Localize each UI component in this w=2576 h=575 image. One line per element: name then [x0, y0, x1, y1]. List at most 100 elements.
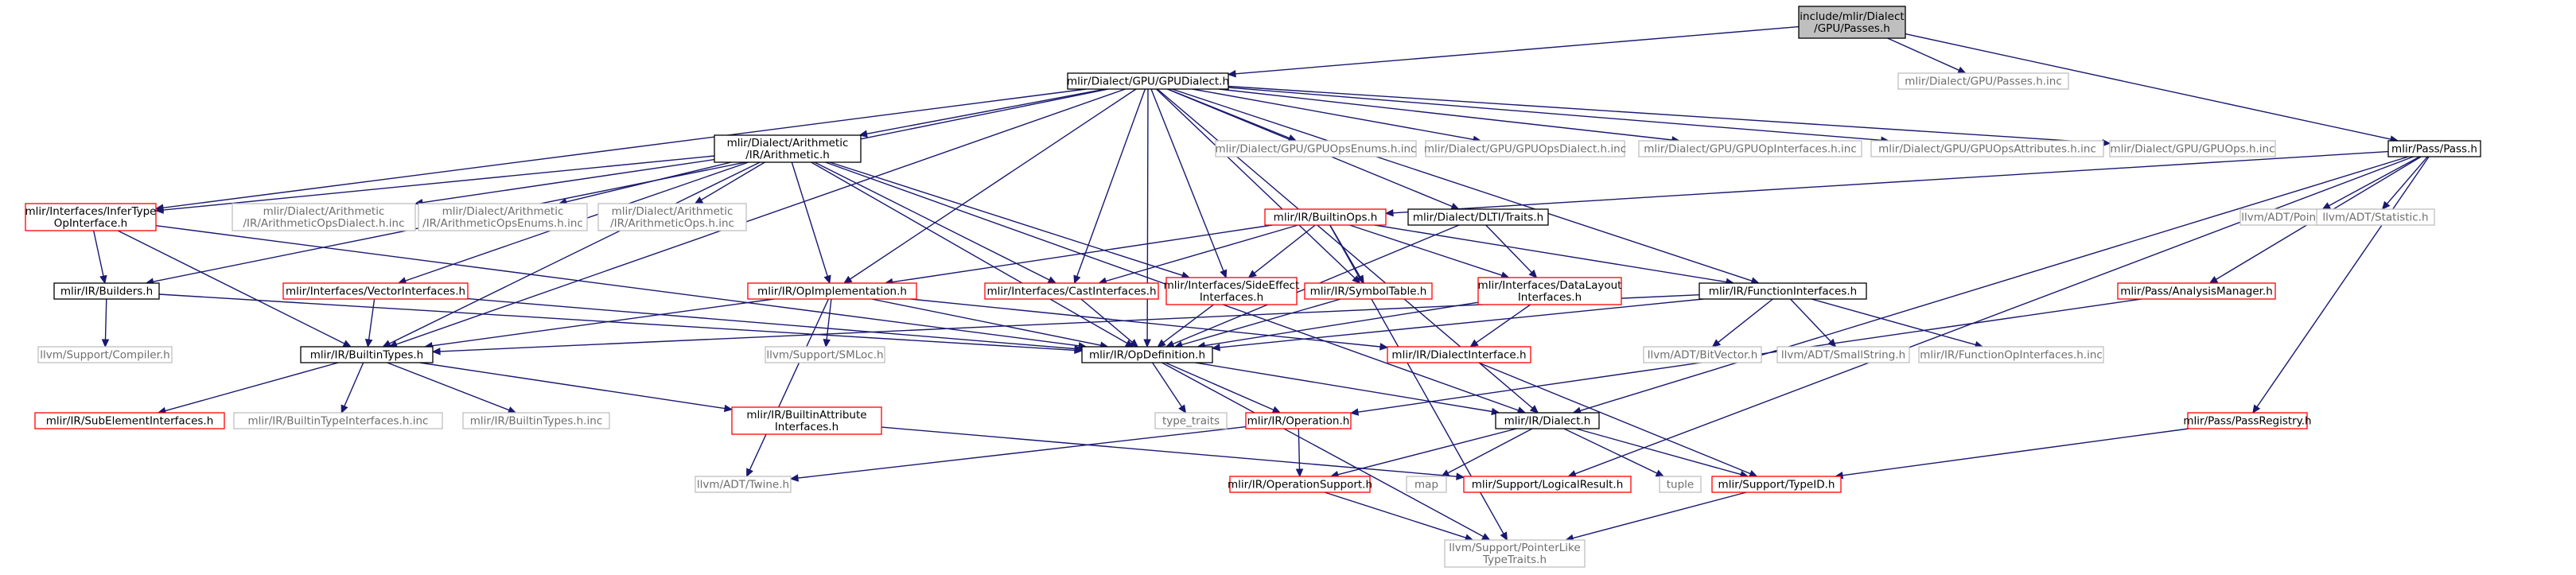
- arrow-head-icon: [364, 338, 373, 348]
- node-operation[interactable]: mlir/IR/Operation.h: [1245, 412, 1352, 429]
- edge-datalayout-to-dialectiface: [1469, 304, 1531, 348]
- edge-line: [162, 155, 715, 211]
- edge-sideeffect-to-opdef: [1157, 304, 1214, 348]
- node-pass[interactable]: mlir/Pass/Pass.h: [2387, 140, 2481, 157]
- edge-gpudialect-to-builtintypes: [388, 88, 1126, 348]
- node-gpudialect[interactable]: mlir/Dialect/GPU/GPUDialect.h: [1067, 72, 1229, 90]
- node-funcifaces[interactable]: mlir/IR/FunctionInterfaces.h: [1699, 282, 1867, 300]
- edge-line: [368, 298, 376, 340]
- edge-gpudialect-to-gpuopsattrs: [1228, 87, 1890, 145]
- arrow-head-icon: [823, 274, 831, 285]
- node-label: mlir/IR/DialectInterface.h: [1391, 349, 1526, 362]
- node-label: mlir/Dialect/GPU/GPUOpsEnums.h.inc: [1216, 143, 1417, 156]
- node-box: [1407, 208, 1549, 226]
- node-label: /IR/ArithmeticOpsEnums.h.inc: [422, 217, 583, 230]
- node-box: [1444, 539, 1586, 568]
- edge-line: [153, 88, 1109, 282]
- node-box: [418, 203, 588, 231]
- node-opsupport[interactable]: mlir/IR/OperationSupport.h: [1228, 476, 1372, 493]
- node-symboltable[interactable]: mlir/IR/SymbolTable.h: [1304, 282, 1433, 300]
- node-twine: llvm/ADT/Twine.h: [695, 476, 792, 493]
- node-box: [1425, 140, 1625, 157]
- node-label: llvm/ADT/Twine.h: [697, 479, 789, 491]
- arrow-head-icon: [1384, 209, 1394, 217]
- edge-arith-to-infertype: [154, 155, 715, 214]
- node-box: [2187, 412, 2308, 429]
- edge-castifaces-to-opdef: [1080, 298, 1139, 348]
- node-builtintypes[interactable]: mlir/IR/BuiltinTypes.h: [300, 346, 434, 363]
- node-label: /GPU/Passes.h: [1814, 22, 1890, 35]
- node-box: [2316, 208, 2435, 226]
- node-builders[interactable]: mlir/IR/Builders.h: [53, 282, 160, 300]
- node-passes_inc: mlir/Dialect/GPU/Passes.h.inc: [1897, 72, 2069, 90]
- node-dltitraits[interactable]: mlir/Dialect/DLTI/Traits.h: [1407, 208, 1549, 226]
- edge-line: [1478, 362, 1751, 475]
- node-map: map: [1406, 476, 1447, 493]
- edge-opdef-to-ptrliketraits: [1162, 362, 1491, 541]
- node-arithopsdialect: mlir/Dialect/Arithmetic/IR/ArithmeticOps…: [232, 203, 416, 231]
- node-builtintypeifaces_inc: mlir/IR/BuiltinTypeInterfaces.h.inc: [233, 412, 443, 429]
- node-box: [1870, 140, 2104, 157]
- node-subelem[interactable]: mlir/IR/SubElementInterfaces.h: [34, 412, 225, 429]
- arrow-head-icon: [1074, 344, 1084, 353]
- arrow-head-icon: [1711, 339, 1722, 348]
- node-opimpl[interactable]: mlir/IR/OpImplementation.h: [747, 282, 917, 300]
- node-analysismgr[interactable]: mlir/Pass/AnalysisManager.h: [2117, 282, 2276, 300]
- edge-dltitraits-to-datalayout: [1485, 224, 1538, 278]
- edge-gpudialect-to-gpuops: [1228, 85, 2111, 147]
- arrow-head-icon: [1220, 269, 1228, 279]
- node-box: [1165, 277, 1298, 305]
- edge-line: [1235, 25, 1800, 75]
- node-builtinops[interactable]: mlir/IR/BuiltinOps.h: [1264, 208, 1387, 226]
- node-arithopsenums: mlir/Dialect/Arithmetic/IR/ArithmeticOps…: [418, 203, 588, 231]
- edge-typeid-to-ptrliketraits: [1565, 491, 1747, 542]
- node-label: mlir/Dialect/Arithmetic: [612, 205, 733, 218]
- node-box: [1264, 208, 1387, 226]
- edge-line: [2329, 156, 2420, 207]
- arrow-head-icon: [694, 196, 704, 204]
- node-castifaces[interactable]: mlir/Interfaces/CastInterfaces.h: [984, 282, 1159, 300]
- edge-line: [93, 230, 104, 277]
- edge-line: [344, 362, 364, 406]
- node-box: [597, 203, 747, 231]
- node-dialect[interactable]: mlir/IR/Dialect.h: [1495, 412, 1600, 429]
- node-label: /IR/Arithmetic.h: [745, 149, 830, 161]
- node-label: mlir/Dialect/GPU/GPUOpsAttributes.h.inc: [1878, 143, 2096, 156]
- edge-line: [158, 293, 1076, 352]
- edge-infertype-to-builders: [93, 230, 107, 285]
- node-dialectiface[interactable]: mlir/IR/DialectInterface.h: [1387, 346, 1531, 363]
- arrow-head-icon: [842, 275, 853, 284]
- node-box: [1659, 476, 1702, 493]
- node-typeid[interactable]: mlir/Support/TypeID.h: [1711, 476, 1842, 493]
- edge-line: [1181, 298, 1341, 346]
- node-label: mlir/IR/BuiltinTypes.h.inc: [470, 415, 603, 428]
- edge-gpudialect-to-castifaces: [1073, 88, 1146, 285]
- edge-operation-to-opsupport: [1295, 428, 1304, 478]
- node-box: [695, 476, 792, 493]
- node-logicalresult[interactable]: mlir/Support/LogicalResult.h: [1463, 476, 1632, 493]
- node-label: llvm/Support/Compiler.h: [40, 349, 169, 362]
- node-passes[interactable]: include/mlir/Dialect/GPU/Passes.h: [1798, 6, 1906, 39]
- node-box: [1304, 282, 1433, 300]
- edge-dialect-to-tuple: [1563, 428, 1665, 477]
- edge-builders-to-opdef: [158, 293, 1084, 355]
- edge-builtinops-to-sideeffect: [1247, 224, 1316, 278]
- node-passregistry[interactable]: mlir/Pass/PassRegistry.h: [2183, 412, 2312, 429]
- node-label: /IR/ArithmeticOpsDialect.h.inc: [243, 217, 404, 230]
- node-label: mlir/Dialect/Arithmetic: [263, 205, 385, 218]
- node-box: [1918, 346, 2104, 363]
- node-arithops: mlir/Dialect/Arithmetic/IR/ArithmeticOps…: [597, 203, 747, 231]
- node-arith[interactable]: mlir/Dialect/Arithmetic/IR/Arithmetic.h: [714, 134, 862, 163]
- edge-line: [1195, 362, 1492, 413]
- edge-pass-to-statistic: [2381, 156, 2428, 210]
- arrow-head-icon: [101, 339, 110, 348]
- node-opdef[interactable]: mlir/IR/OpDefinition.h: [1081, 346, 1213, 363]
- node-vectorifaces[interactable]: mlir/Interfaces/VectorInterfaces.h: [282, 282, 469, 300]
- edge-line: [1718, 298, 1773, 343]
- node-label: mlir/IR/Dialect.h: [1504, 415, 1591, 428]
- edge-pass-to-builtinops: [1384, 150, 2389, 217]
